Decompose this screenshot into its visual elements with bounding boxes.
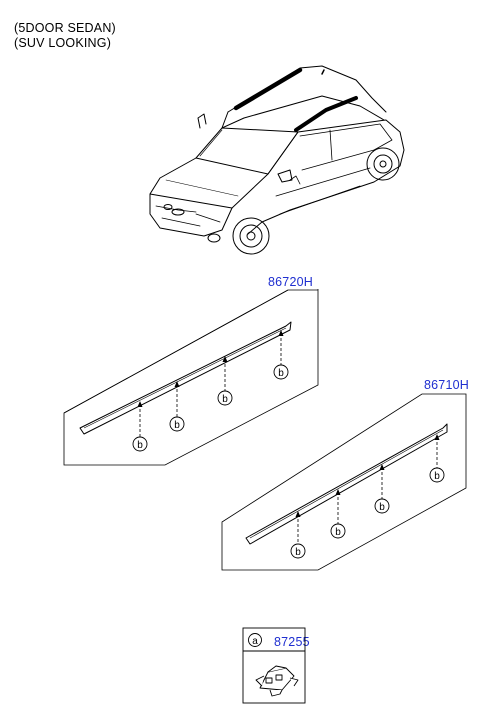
fastener-marker-b: b: [137, 440, 143, 451]
fastener-marker-b: b: [295, 547, 301, 558]
fastener-marker-b: b: [222, 394, 228, 405]
fastener-marker-b: b: [278, 368, 284, 379]
part-86710h-fastener-leaders: [297, 437, 438, 545]
part-number-86720h[interactable]: 86720H: [268, 275, 313, 289]
roof-moulding-86720h[interactable]: [79, 321, 292, 435]
part-86720h-callout-frame: [63, 289, 319, 466]
part-86710h-fastener-arrows: [295, 434, 440, 517]
legend-part-number[interactable]: 87255: [274, 635, 310, 649]
part-86710h-markers: [290, 467, 445, 559]
part-86720h-fastener-leaders: [139, 333, 282, 437]
legend-box: [242, 627, 306, 704]
variant-title-line-1: (5DOOR SEDAN): [14, 21, 116, 35]
fastener-marker-b: b: [434, 471, 440, 482]
roof-moulding-86710h[interactable]: [245, 423, 448, 545]
legend-symbol: a: [252, 636, 258, 647]
part-86710h-callout-frame: [221, 393, 467, 571]
fastener-marker-b: b: [379, 502, 385, 513]
clip-87255-illustration[interactable]: [255, 665, 299, 697]
variant-title-line-2: (SUV LOOKING): [14, 36, 112, 50]
fastener-marker-b: b: [335, 527, 341, 538]
fastener-marker-b: b: [174, 420, 180, 431]
part-86720h-fastener-arrows: [137, 330, 284, 407]
legend-symbol-circle: [248, 633, 262, 647]
part-86720h-markers: [132, 364, 289, 452]
part-number-86710h[interactable]: 86710H: [424, 378, 469, 392]
car-illustration: [149, 65, 405, 255]
